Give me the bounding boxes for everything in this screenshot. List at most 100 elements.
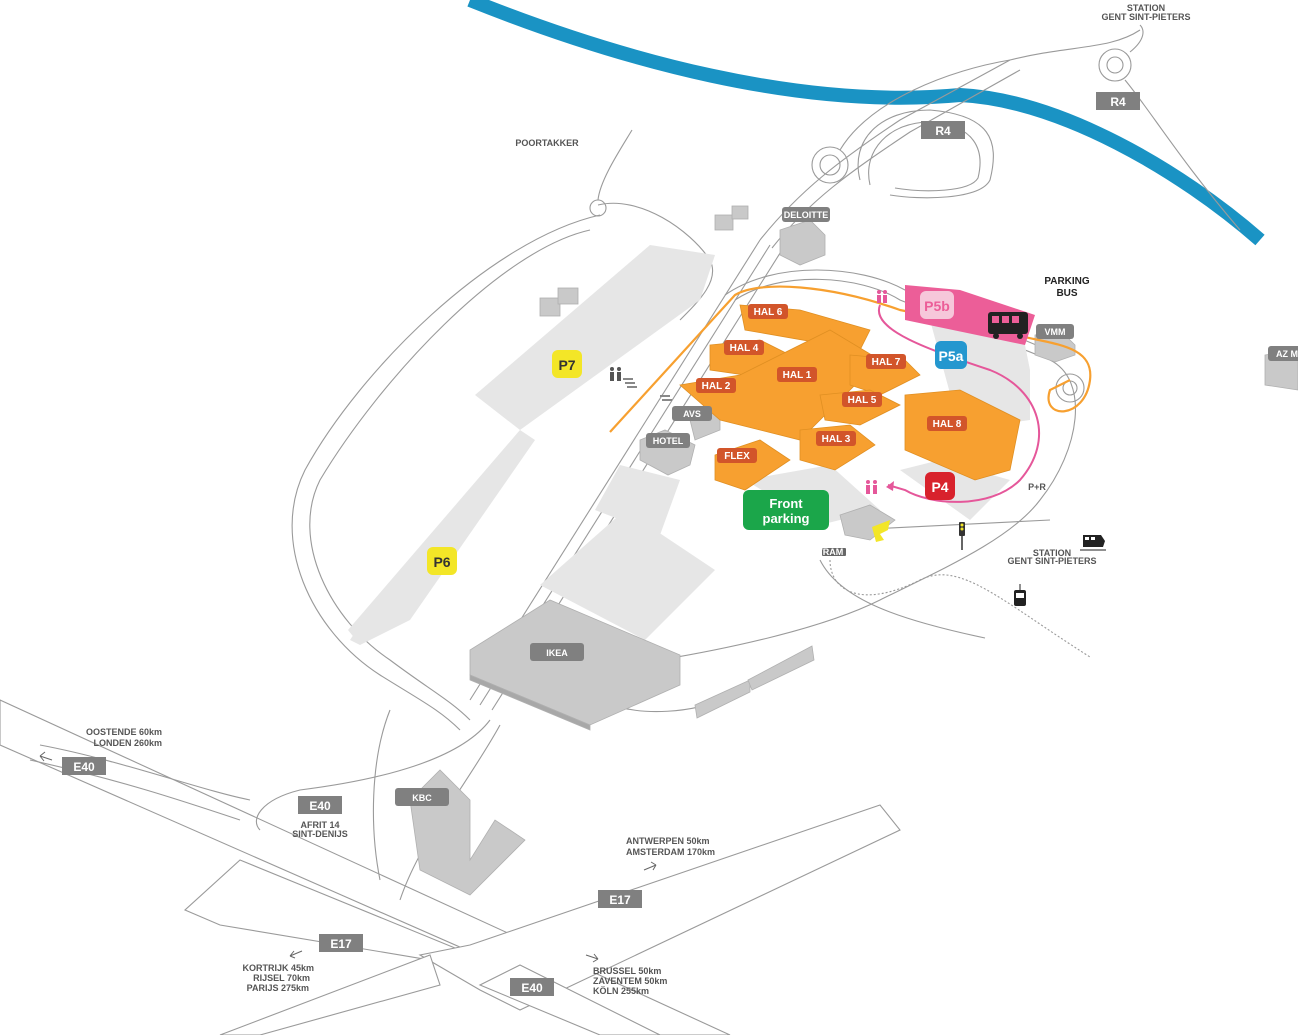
dest-zaventem: ZAVENTEM 50km [593, 976, 667, 986]
bus-icon [988, 312, 1028, 339]
orange-route [609, 285, 1092, 433]
kbc-tag[interactable]: KBC [395, 788, 449, 806]
vmm-tag[interactable]: VMM [1036, 324, 1074, 339]
ikea-tag[interactable]: IKEA [530, 643, 584, 661]
svg-text:HAL 6: HAL 6 [754, 307, 783, 318]
p7-field [475, 245, 715, 430]
svg-text:HAL 4: HAL 4 [730, 343, 759, 354]
logo-mark [872, 520, 890, 542]
parking-p5a[interactable]: P5a [935, 341, 967, 369]
svg-text:E40: E40 [309, 799, 331, 813]
arrow-icon [39, 751, 53, 762]
svg-text:IKEA: IKEA [546, 648, 568, 658]
pedestrian-icon [866, 480, 877, 494]
e40-tag-a[interactable]: E40 [62, 757, 106, 775]
svg-text:E17: E17 [609, 893, 631, 907]
hotel-tag[interactable]: HOTEL [646, 433, 690, 448]
svg-text:P5a: P5a [939, 348, 964, 364]
dest-brussel: BRUSSEL 50km [593, 966, 661, 976]
parking-bus-label: PARKING [1044, 276, 1090, 287]
r4-tag-b[interactable]: R4 [921, 121, 965, 139]
hal3-label[interactable]: HAL 3 [816, 431, 856, 446]
exhibition-halls [679, 304, 1021, 491]
dest-londen: LONDEN 260km [93, 738, 162, 748]
parking-fields [348, 245, 1030, 645]
avs-tag[interactable]: AVS [672, 406, 712, 421]
dest-amsterdam: AMSTERDAM 170km [626, 847, 715, 857]
afrit-label-2: SINT-DENIJS [292, 829, 348, 839]
hal5-label[interactable]: HAL 5 [842, 392, 882, 407]
road-tags: R4 R4 E40 E40 E17 E17 E40 [62, 92, 1140, 996]
svg-text:E40: E40 [73, 760, 95, 774]
hal1-label[interactable]: HAL 1 [777, 367, 817, 382]
deloitte-tag[interactable]: DELOITTE [782, 207, 830, 222]
svg-text:P5b: P5b [924, 298, 950, 314]
svg-text:HAL 2: HAL 2 [702, 381, 731, 392]
pedestrian-icon [877, 290, 887, 303]
parking-bus-label-2: BUS [1056, 288, 1077, 299]
parking-p7[interactable]: P7 [552, 350, 582, 378]
dest-koln: KÖLN 255km [593, 986, 649, 996]
svg-text:FLEX: FLEX [724, 451, 750, 462]
e40-tag-c[interactable]: E40 [510, 978, 554, 996]
dest-rijsel: RIJSEL 70km [253, 973, 310, 983]
station-top-label: STATION [1127, 3, 1165, 13]
train-icon [1080, 535, 1106, 551]
az-tag[interactable]: AZ M [1268, 346, 1298, 361]
svg-text:KBC: KBC [412, 793, 432, 803]
e17-tag-a[interactable]: E17 [598, 890, 642, 908]
arrow-icon [643, 861, 657, 871]
svg-text:HAL 5: HAL 5 [848, 395, 877, 406]
pink-route [877, 304, 1041, 503]
e40-tag-b[interactable]: E40 [298, 796, 342, 814]
buildings [409, 205, 1298, 896]
station-right-label-2: GENT SINT-PIETERS [1007, 556, 1096, 566]
svg-text:E17: E17 [330, 937, 352, 951]
svg-text:parking: parking [763, 511, 810, 526]
svg-text:P7: P7 [558, 357, 575, 373]
svg-text:P6: P6 [433, 554, 450, 570]
hal2-label[interactable]: HAL 2 [696, 378, 736, 393]
hal7-label[interactable]: HAL 7 [866, 354, 906, 369]
poortakker-label: POORTAKKER [515, 138, 579, 148]
road-network [29, 24, 1241, 901]
svg-text:TRAM 1: TRAM 1 [817, 547, 851, 557]
tram-tag[interactable]: TRAM 1 [817, 547, 851, 557]
direction-arrows [39, 751, 657, 963]
afrit-label: AFRIT 14 [300, 820, 339, 830]
tram-icon [1014, 584, 1026, 606]
svg-text:P4: P4 [931, 479, 948, 495]
stairs-icon [623, 378, 672, 401]
svg-text:E40: E40 [521, 981, 543, 995]
svg-text:HAL 7: HAL 7 [872, 357, 901, 368]
flex-label[interactable]: FLEX [717, 448, 757, 463]
arrow-icon [585, 953, 599, 963]
front-parking[interactable]: Front parking [743, 490, 829, 530]
canal [467, 0, 1265, 246]
building-tags: DELOITTE VMM AZ M AVS HOTEL IKEA KBC TRA… [395, 207, 1298, 806]
p-r-label: P+R [1028, 482, 1046, 492]
hal6-label[interactable]: HAL 6 [748, 304, 788, 319]
dest-kortrijk: KORTRIJK 45km [242, 963, 314, 973]
svg-text:R4: R4 [935, 124, 951, 138]
r4-tag-a[interactable]: R4 [1096, 92, 1140, 110]
e17-tag-b[interactable]: E17 [319, 934, 363, 952]
dest-antwerpen: ANTWERPEN 50km [626, 836, 710, 846]
station-right-label: STATION [1033, 548, 1071, 558]
hal8-label[interactable]: HAL 8 [927, 416, 967, 431]
arrow-icon [289, 950, 303, 959]
hal4-label[interactable]: HAL 4 [724, 340, 764, 355]
svg-text:HOTEL: HOTEL [653, 436, 684, 446]
arrow-icon [886, 481, 894, 491]
hall-labels: HAL 6 HAL 4 HAL 1 HAL 7 HAL 2 HAL 5 HAL … [696, 304, 967, 463]
svg-text:HAL 3: HAL 3 [822, 434, 851, 445]
svg-text:HAL 1: HAL 1 [783, 370, 812, 381]
parking-p5b[interactable]: P5b [920, 291, 954, 319]
highways [0, 699, 901, 1035]
parking-p4[interactable]: P4 [925, 472, 955, 500]
svg-text:VMM: VMM [1045, 327, 1066, 337]
parking-p6[interactable]: P6 [427, 547, 457, 575]
svg-text:Front: Front [769, 496, 803, 511]
pedestrian-icon [610, 367, 621, 381]
svg-text:HAL 8: HAL 8 [933, 419, 962, 430]
